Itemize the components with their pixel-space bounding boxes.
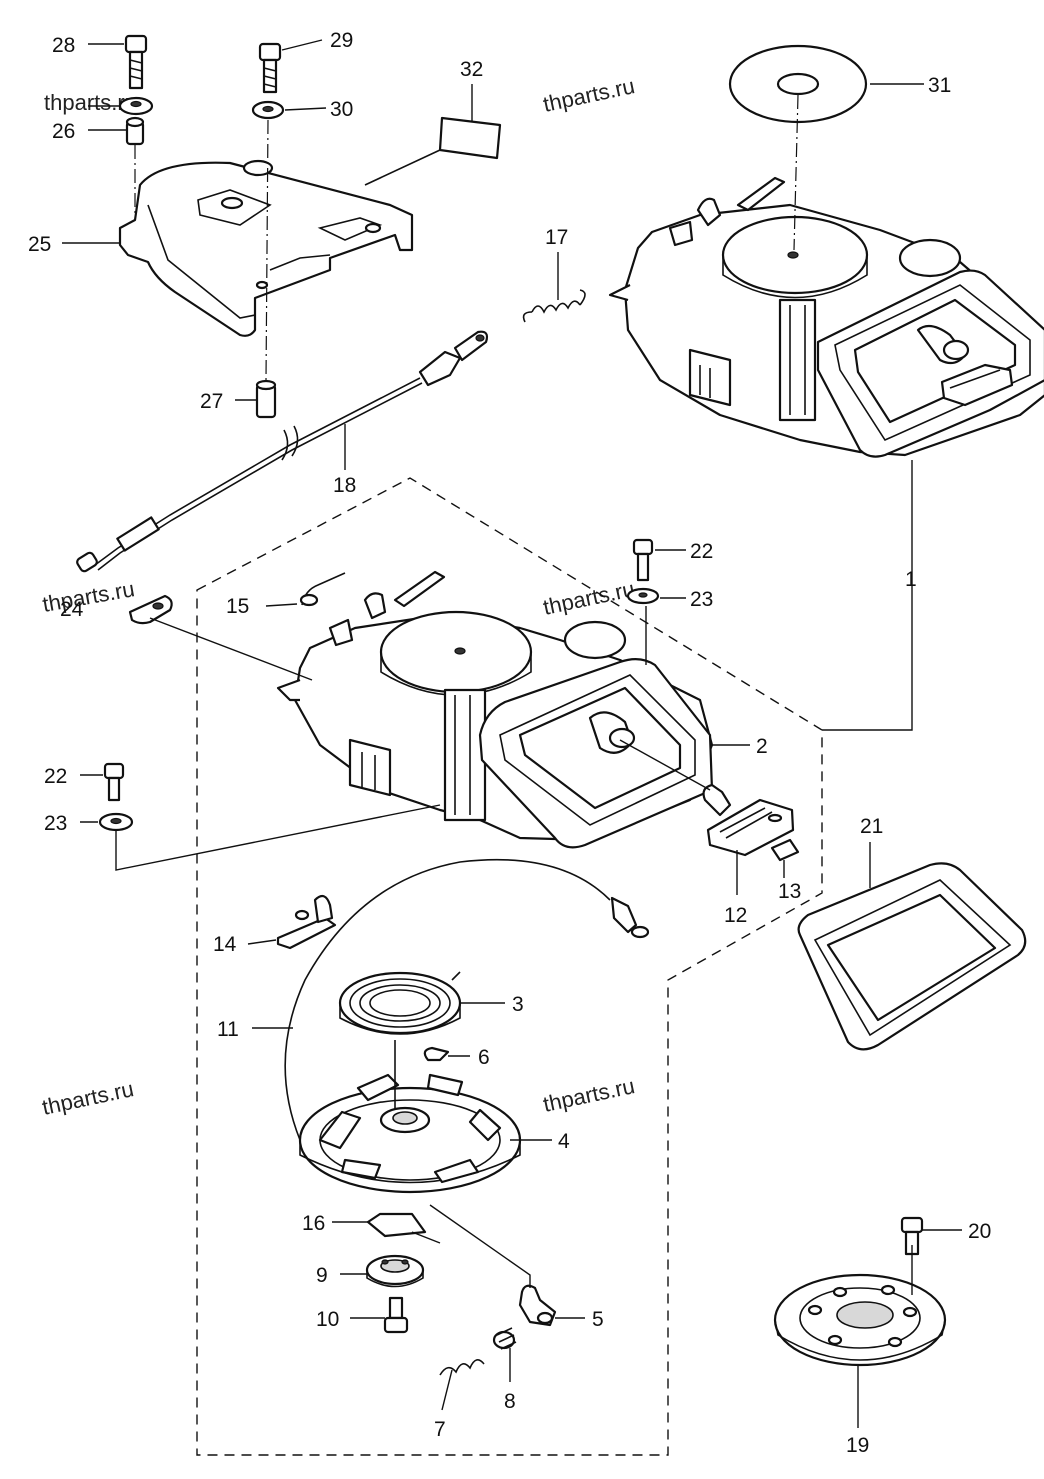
part-19-drive-plate [773,1273,947,1367]
leader-lines [62,39,962,1428]
part-5-pawl [518,1284,557,1327]
watermark-bottom-left: thparts.ru [40,1076,136,1120]
callout-31: 31 [928,74,951,97]
part-23-washer-right [626,587,660,605]
callout-21: 21 [860,815,883,838]
callout-8: 8 [504,1390,516,1413]
callout-6: 6 [478,1046,490,1069]
centerline-31 [793,94,799,251]
part-26-collar [125,116,145,146]
callout-labels: 28 26 25 27 29 30 32 17 18 31 1 22 23 15… [28,29,991,1457]
part-15-spring [299,572,346,607]
watermark-mid-center: thparts.ru [541,576,637,620]
callout-23-right: 23 [690,588,713,611]
callout-15: 15 [226,595,249,618]
assembly-boundary [196,477,823,1456]
part-31-disk [728,44,868,124]
part-28-bolt [124,34,148,90]
part-14-lever [276,894,337,950]
centerline-30 [265,119,269,381]
part-13-clip [770,838,800,862]
part-18-cable [76,330,489,573]
callout-3: 3 [512,993,524,1016]
callout-23-left: 23 [44,812,67,835]
callout-9: 9 [316,1264,328,1287]
part-12-handle [702,783,795,857]
part-16-plate [366,1212,427,1238]
part-20-bolt [900,1216,924,1256]
part-17-spring [522,289,586,323]
part-32-label [438,116,502,160]
callout-13: 13 [778,880,801,903]
part-11-rope-end [610,896,650,939]
part-29-bolt [258,42,282,94]
part-8-spring [492,1327,517,1350]
part-27-collar [255,379,277,419]
callout-11: 11 [217,1018,239,1041]
callout-2: 2 [756,735,768,758]
callout-12: 12 [724,904,747,927]
part-1-starter-assembly [608,176,1044,458]
part-6-clip [423,1046,450,1062]
callout-26: 26 [52,120,75,143]
callout-32: 32 [460,58,483,81]
callout-25: 25 [28,233,51,256]
leader-16-tail [411,1231,441,1244]
part-23-washer-left [98,812,134,832]
callout-22-right: 22 [690,540,713,563]
callout-17: 17 [545,226,568,249]
callout-1: 1 [905,568,917,591]
part-22-bolt-left [103,762,125,802]
part-3-spiral-spring [338,971,462,1035]
part-10-bolt [383,1296,409,1334]
watermark-top-center: thparts.ru [541,73,637,117]
callout-27: 27 [200,390,223,413]
callout-18: 18 [333,474,356,497]
callout-28: 28 [52,34,75,57]
part-4-reel [298,1040,522,1194]
part-24-bracket [128,594,173,625]
callout-22-left: 22 [44,765,67,788]
part-25-cover [118,149,441,337]
callout-4: 4 [558,1130,570,1153]
part-30-washer [251,100,285,120]
watermark-bottom-center: thparts.ru [541,1073,637,1117]
callout-24: 24 [60,598,84,621]
part-22-bolt-right [632,538,654,582]
part-2-case [276,570,714,849]
part-9-cap [365,1254,425,1288]
callout-30: 30 [330,98,353,121]
callout-16: 16 [302,1212,325,1235]
callout-7: 7 [434,1418,446,1441]
watermark-mid-left: thparts.ru [41,576,137,617]
callout-10: 10 [316,1308,339,1331]
callout-5: 5 [592,1308,604,1331]
part-7-spring [439,1359,485,1376]
callout-29: 29 [330,29,353,52]
part-21-gasket [797,862,1027,1051]
callout-20: 20 [968,1220,991,1243]
callout-14: 14 [213,933,237,956]
callout-19: 19 [846,1434,869,1457]
part-11-rope [284,858,611,1141]
part-30-washer-left [118,96,154,116]
